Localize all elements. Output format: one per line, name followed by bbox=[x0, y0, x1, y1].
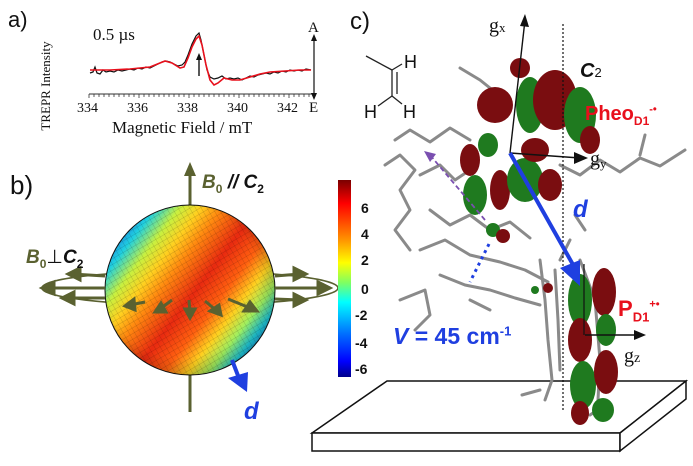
p-d1-label: PD1+• bbox=[618, 296, 660, 325]
colorbar-ticks: 6 4 2 0 -2 -4 -6 bbox=[355, 0, 377, 466]
ethene-h-label-left: H bbox=[364, 102, 377, 122]
coupling-constant-label: V = 45 cm-1 bbox=[393, 323, 512, 349]
colorbar-tick: -6 bbox=[355, 361, 368, 377]
b0-parallel-c2-label: B0 // C2 bbox=[202, 172, 264, 196]
trepr-spectrum-plot bbox=[88, 31, 317, 100]
colorbar-tick: 6 bbox=[361, 200, 369, 216]
x-tick-342: 342 bbox=[277, 101, 298, 116]
gz-axis-label: gz bbox=[624, 345, 641, 367]
polarity-emission-label: E bbox=[309, 100, 319, 116]
colorbar-tick: 4 bbox=[361, 226, 369, 242]
gy-axis-label: gy bbox=[590, 148, 607, 171]
c2-axis-label: C2 bbox=[580, 60, 602, 82]
orientation-sphere-diagram bbox=[38, 162, 351, 412]
colorbar-tick: -2 bbox=[355, 307, 368, 323]
colorbar-tick: 2 bbox=[361, 252, 369, 268]
panel-b-label: b) bbox=[10, 170, 34, 200]
x-tick-334: 334 bbox=[77, 101, 98, 116]
b0-perpendicular-c2-label: B0⊥C2 bbox=[26, 247, 84, 271]
colorbar-tick: 0 bbox=[361, 281, 369, 297]
gx-axis-label: gx bbox=[489, 15, 506, 37]
x-axis-label: Magnetic Field / mT bbox=[112, 118, 253, 137]
panel-a-label: a) bbox=[8, 7, 28, 32]
dipole-d-label-c: d bbox=[573, 196, 588, 223]
x-tick-338: 338 bbox=[177, 101, 198, 116]
ethene-h-label-right: H bbox=[403, 102, 416, 122]
x-tick-336: 336 bbox=[127, 101, 148, 116]
colorbar-tick: -4 bbox=[355, 335, 368, 351]
x-tick-340: 340 bbox=[227, 101, 248, 116]
ethene-h-label-top: H bbox=[404, 52, 417, 72]
panel-c-label: c) bbox=[350, 8, 370, 35]
dipole-d-label-b: d bbox=[244, 398, 259, 425]
time-label: 0.5 µs bbox=[93, 25, 135, 44]
polarity-absorption-label: A bbox=[308, 20, 319, 36]
pheo-d1-label: PheoD1-• bbox=[585, 103, 657, 128]
